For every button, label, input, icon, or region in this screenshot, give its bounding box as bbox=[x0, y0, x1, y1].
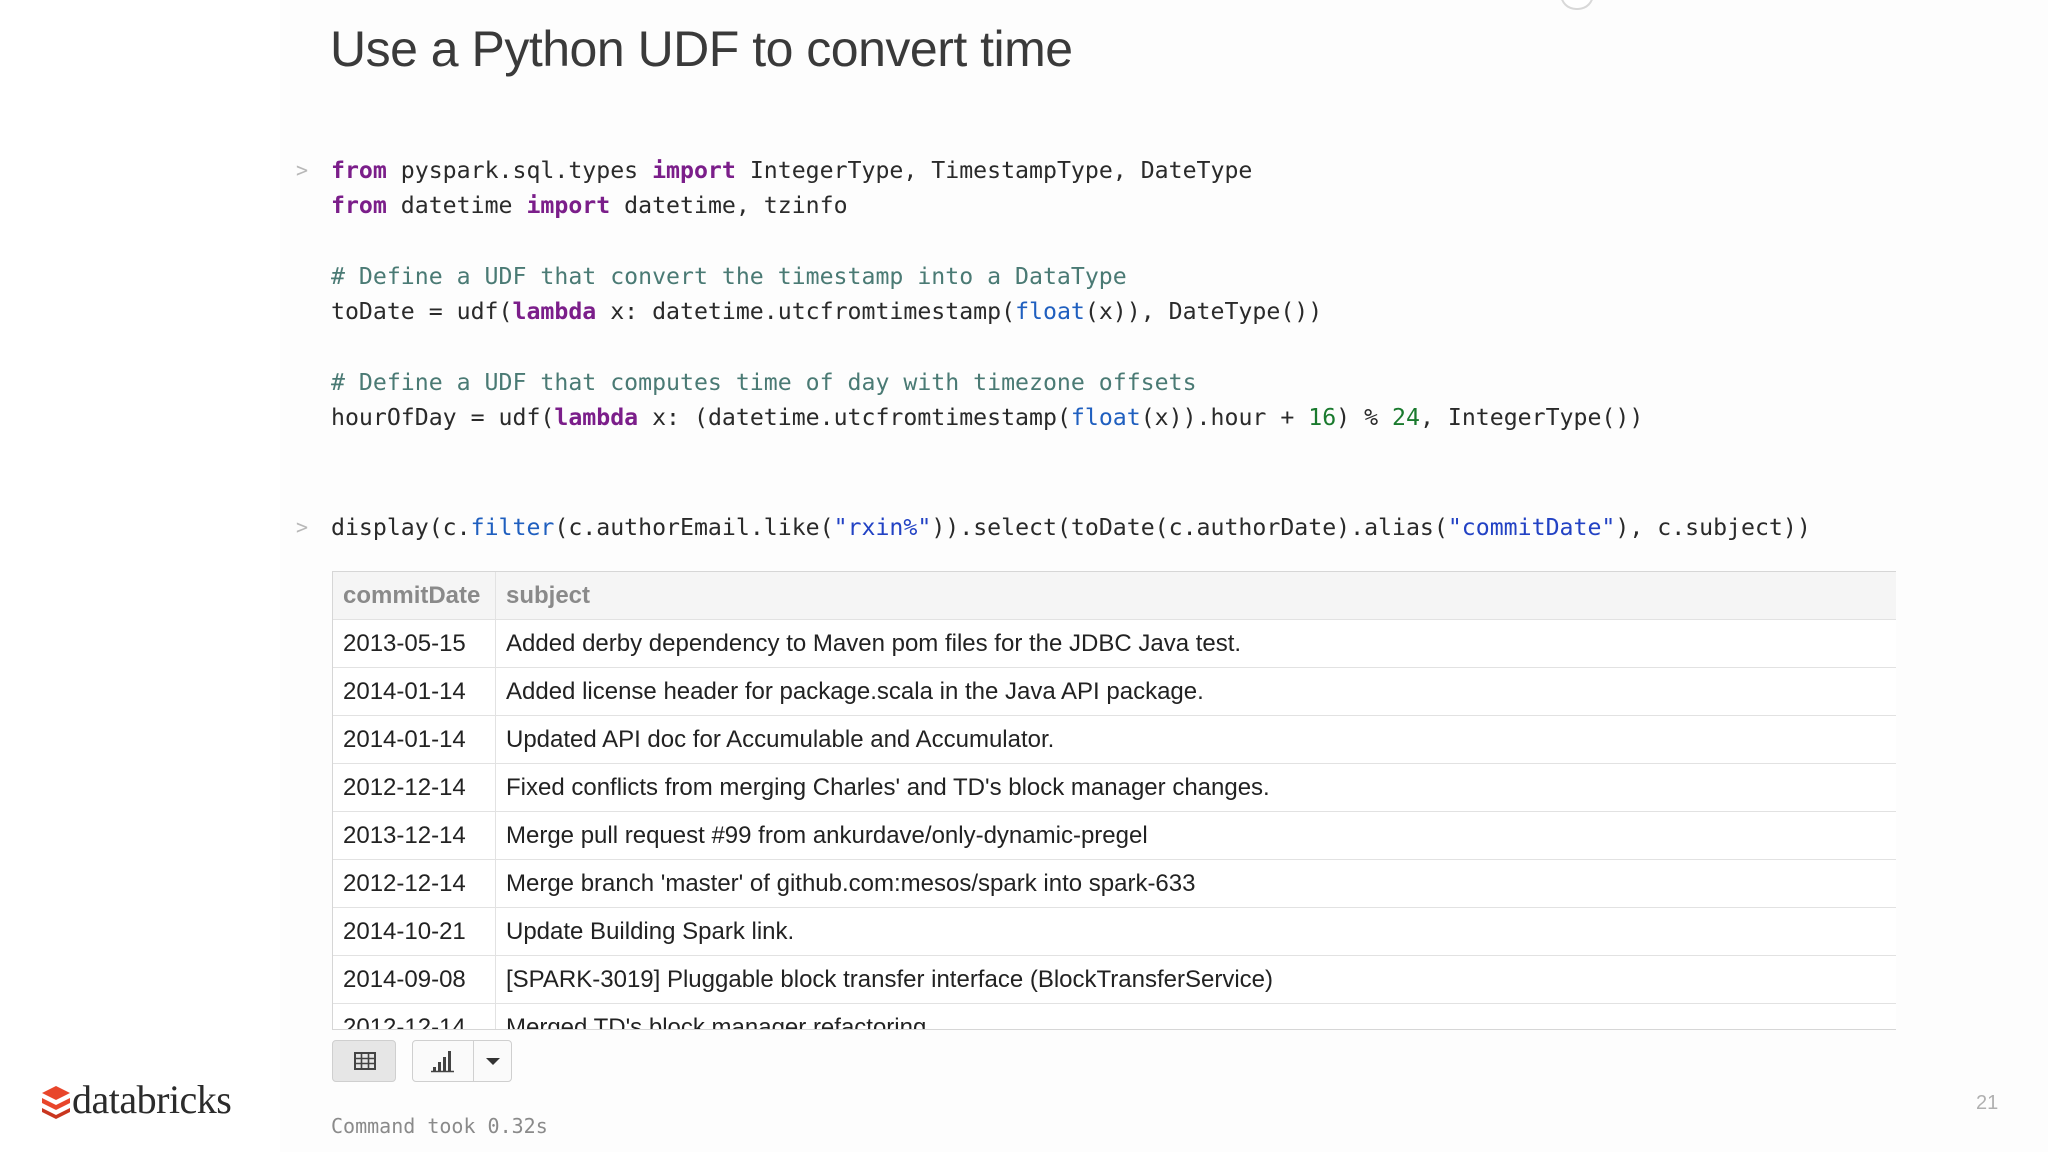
code-token: from bbox=[331, 192, 387, 220]
cell-commitdate: 2014-01-14 bbox=[333, 667, 496, 716]
code-token: x: datetime.utcfromtimestamp( bbox=[596, 298, 1016, 326]
slide-title: Use a Python UDF to convert time bbox=[330, 21, 1073, 77]
page-number: 21 bbox=[1976, 1092, 1999, 1114]
command-status: Command took 0.32s bbox=[331, 1114, 548, 1138]
code-token: display(c. bbox=[331, 514, 471, 541]
cell-commitdate: 2014-10-21 bbox=[333, 907, 496, 956]
table-icon bbox=[354, 1052, 376, 1070]
bar-chart-icon[interactable] bbox=[413, 1041, 473, 1081]
code-token: from bbox=[331, 157, 387, 184]
code-token: float bbox=[1015, 298, 1085, 326]
slide-left-margin bbox=[0, 0, 280, 1152]
code-token: 16 bbox=[1308, 404, 1337, 432]
chart-view-button-group bbox=[412, 1040, 512, 1082]
code-token: (x)), DateType()) bbox=[1084, 298, 1323, 326]
code-token: toDate = udf( bbox=[331, 298, 513, 326]
code-token: import bbox=[652, 157, 736, 184]
cell-subject: Merge branch 'master' of github.com:meso… bbox=[495, 859, 1896, 908]
code-line: from pyspark.sql.types import IntegerTyp… bbox=[331, 153, 1643, 188]
code-token: float bbox=[1070, 404, 1141, 432]
code-token: 24 bbox=[1392, 404, 1420, 432]
code-token: pyspark.sql.types bbox=[386, 157, 653, 184]
table-header-row: commitDate subject bbox=[333, 572, 1896, 620]
code-cell-imports-udfs[interactable]: from pyspark.sql.types import IntegerTyp… bbox=[331, 153, 1643, 435]
toolbar-divider bbox=[473, 1041, 474, 1081]
code-token: "commitDate" bbox=[1447, 514, 1616, 541]
table-row: 2014-09-08[SPARK-3019] Pluggable block t… bbox=[333, 955, 1896, 1004]
code-token: x: (datetime.utcfromtimestamp( bbox=[638, 404, 1071, 432]
code-line bbox=[331, 329, 1643, 364]
code-token: datetime, tzinfo bbox=[610, 192, 848, 220]
cell-commitdate: 2012-12-14 bbox=[333, 1003, 496, 1029]
code-line: display(c.filter(c.authorEmail.like("rxi… bbox=[331, 510, 1811, 545]
code-token: datetime bbox=[386, 192, 527, 220]
cell-subject: Update Building Spark link. bbox=[495, 907, 1896, 956]
cell-subject: Updated API doc for Accumulable and Accu… bbox=[495, 715, 1896, 764]
cell-commitdate: 2014-09-08 bbox=[333, 955, 496, 1004]
code-token: hourOfDay = udf( bbox=[331, 404, 555, 432]
table-view-button[interactable] bbox=[332, 1040, 396, 1082]
code-token: )).select(toDate(c.authorDate).alias( bbox=[931, 514, 1448, 541]
code-token: , IntegerType()) bbox=[1419, 404, 1644, 432]
code-line: from datetime import datetime, tzinfo bbox=[331, 188, 1643, 223]
databricks-logo-icon bbox=[42, 1086, 70, 1119]
code-token: "rxin%" bbox=[833, 514, 932, 541]
cell-commitdate: 2013-05-15 bbox=[333, 619, 496, 668]
cell-commitdate: 2013-12-14 bbox=[333, 811, 496, 860]
code-line: # Define a UDF that convert the timestam… bbox=[331, 259, 1643, 294]
cell-1-prompt: > bbox=[296, 158, 309, 182]
code-token: ), c.subject)) bbox=[1615, 514, 1811, 541]
cell-subject: [SPARK-3019] Pluggable block transfer in… bbox=[495, 955, 1896, 1004]
cell-subject: Added license header for package.scala i… bbox=[495, 667, 1896, 716]
code-line: # Define a UDF that computes time of day… bbox=[331, 365, 1643, 400]
code-token: # Define a UDF that computes time of day… bbox=[331, 368, 1197, 396]
code-token: lambda bbox=[512, 298, 597, 326]
code-token: import bbox=[526, 192, 611, 220]
databricks-logo-text: databricks bbox=[72, 1077, 232, 1122]
code-token: # Define a UDF that convert the timestam… bbox=[331, 262, 1127, 290]
code-line: hourOfDay = udf(lambda x: (datetime.utcf… bbox=[331, 400, 1643, 435]
cell-commitdate: 2014-01-14 bbox=[333, 715, 496, 764]
code-token: ) % bbox=[1336, 404, 1393, 432]
column-header-subject[interactable]: subject bbox=[495, 572, 1896, 620]
cell-commitdate: 2012-12-14 bbox=[333, 763, 496, 812]
code-token: IntegerType, TimestampType, DateType bbox=[735, 157, 1253, 184]
cell-2-prompt: > bbox=[296, 515, 309, 539]
caret-down-icon[interactable] bbox=[474, 1041, 512, 1081]
cell-subject: Fixed conflicts from merging Charles' an… bbox=[495, 763, 1896, 812]
code-line bbox=[331, 224, 1643, 259]
column-header-commitdate[interactable]: commitDate bbox=[333, 572, 496, 620]
cell-subject: Merged TD's block manager refactoring. bbox=[495, 1003, 1896, 1029]
code-token: (x)).hour + bbox=[1140, 404, 1309, 432]
code-token: lambda bbox=[554, 404, 639, 432]
code-token: (c.authorEmail.like( bbox=[554, 514, 834, 541]
cell-subject: Merge pull request #99 from ankurdave/on… bbox=[495, 811, 1896, 860]
code-line: toDate = udf(lambda x: datetime.utcfromt… bbox=[331, 294, 1643, 329]
cell-commitdate: 2012-12-14 bbox=[333, 859, 496, 908]
code-cell-display[interactable]: display(c.filter(c.authorEmail.like("rxi… bbox=[331, 510, 1811, 545]
cell-subject: Added derby dependency to Maven pom file… bbox=[495, 619, 1896, 668]
code-token: filter bbox=[470, 514, 555, 541]
